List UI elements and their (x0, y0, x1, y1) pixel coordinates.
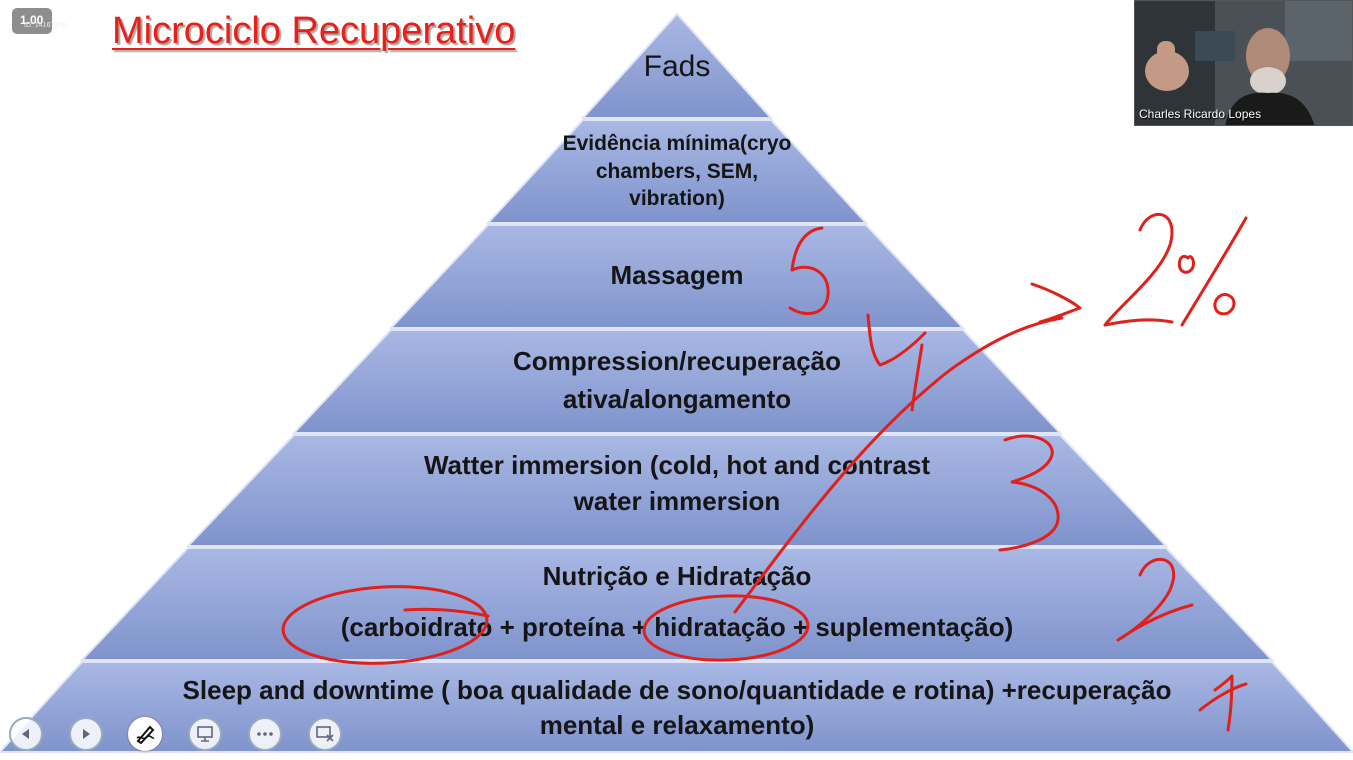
ink-circle-hidratacao (642, 594, 810, 662)
previous-slide-button[interactable] (9, 717, 43, 751)
end-show-icon (316, 726, 334, 742)
next-slide-button[interactable] (69, 717, 103, 751)
ink-arrow (733, 282, 1082, 614)
webcam-thumbnail[interactable]: Charles Ricardo Lopes (1134, 0, 1353, 126)
level2-text-line2: chambers, SEM, (596, 160, 758, 183)
level2-text-line1: Evidência mínima(cryo (563, 132, 792, 155)
ink-number-5 (788, 226, 830, 316)
more-options-button[interactable] (248, 717, 282, 751)
level5-text-line1: Watter immersion (cold, hot and contrast (424, 450, 930, 480)
pen-icon (136, 725, 155, 745)
end-show-button[interactable] (308, 717, 342, 751)
participant-name: Charles Ricardo Lopes (1139, 107, 1262, 121)
ink-number-1 (1198, 674, 1248, 732)
level5-text-line2: water immersion (573, 486, 781, 516)
webcam-video-frame (1135, 1, 1352, 125)
ink-number-2 (1116, 558, 1194, 642)
pyramid-level-massage (388, 224, 966, 329)
slide-view-button[interactable] (188, 717, 222, 751)
pyramid-level-evidence (485, 119, 869, 224)
ink-stroke-plus (403, 607, 490, 618)
level4-text-line2: ativa/alongamento (563, 384, 791, 414)
previous-icon (22, 729, 29, 739)
pyramid-level-water (185, 434, 1169, 547)
level1-text: Fads (644, 50, 711, 83)
ink-circle-carboidrato (281, 585, 489, 665)
level7-text-line2: mental e relaxamento) (540, 710, 815, 740)
ink-number-4 (866, 313, 927, 412)
next-icon (83, 729, 90, 739)
slide-title: Microciclo Recuperativo (112, 10, 516, 52)
level7-text-line1: Sleep and downtime ( boa qualidade de so… (183, 675, 1172, 705)
level6-text-line2: (carboidrato + proteína + hidratação + s… (341, 612, 1014, 642)
speed-badge-value: 1.00 (20, 13, 44, 27)
speed-badge-id: ID: 14167370 (24, 22, 67, 29)
pyramid-level-fads (580, 12, 774, 119)
level2-text-line3: vibration) (629, 187, 725, 210)
slide-icon (197, 726, 213, 742)
speed-badge[interactable]: 1.00 (12, 8, 52, 34)
ink-number-3 (998, 434, 1060, 552)
pen-tool-button[interactable] (128, 717, 162, 751)
pyramid-level-compression (291, 329, 1063, 434)
more-icon (257, 732, 273, 736)
ink-two-percent (1103, 212, 1248, 327)
ink-annotations (281, 212, 1248, 732)
level4-text-line1: Compression/recuperação (513, 346, 841, 376)
level3-text: Massagem (611, 260, 744, 290)
level6-text-line1: Nutrição e Hidratação (543, 561, 812, 591)
